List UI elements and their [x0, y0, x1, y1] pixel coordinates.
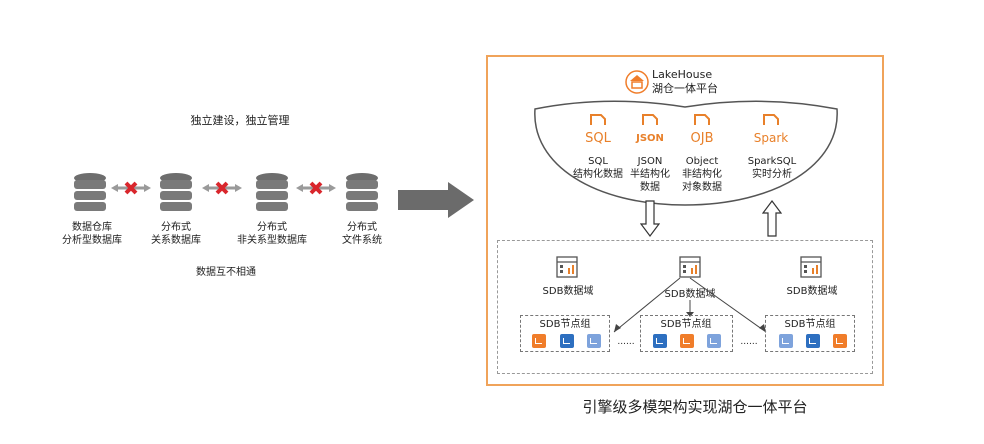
database-icon [160, 173, 192, 211]
node-icon [779, 334, 793, 348]
sdb-group-label: SDB节点组 [539, 319, 591, 330]
sdb-node-group [765, 315, 855, 352]
database-icon [346, 173, 378, 211]
sdb-domain-label: SDB数据域 [664, 289, 716, 300]
format-ojb: OJB [680, 112, 724, 146]
format-sql: SQL [576, 112, 620, 146]
format-desc: SparkSQL 实时分析 [747, 156, 797, 180]
database-icon [256, 173, 288, 211]
domain-connectors [613, 277, 767, 333]
sdb-group-label: SDB节点组 [784, 319, 836, 330]
format-desc: JSON 半结构化 数据 [630, 156, 670, 193]
node-icon [680, 334, 694, 348]
lakehouse-title: LakeHouse 湖仓一体平台 [652, 68, 718, 95]
blocked-connector-icon [202, 181, 242, 195]
blocked-connector-icon [296, 181, 336, 195]
doc-corner-icon [590, 114, 606, 125]
system-label: 分布式 非关系型数据库 [237, 222, 307, 246]
doc-corner-icon [763, 114, 779, 125]
blocked-connector-icon [111, 181, 151, 195]
ellipsis: ...... [740, 337, 758, 347]
database-icon [74, 173, 106, 211]
format-spark: Spark [746, 112, 796, 145]
node-icon [560, 334, 574, 348]
lakehouse-frame [486, 55, 884, 386]
lake-cloud-shape [534, 100, 838, 206]
left-title: 独立建设，独立管理 [190, 114, 290, 127]
format-desc: SQL 结构化数据 [573, 156, 623, 180]
sdb-group-label: SDB节点组 [660, 319, 712, 330]
lakehouse-logo-icon [625, 70, 649, 94]
down-arrow-icon [640, 200, 660, 237]
transition-arrow-icon [398, 182, 474, 218]
sdb-domain-label: SDB数据域 [542, 286, 594, 297]
up-arrow-icon [762, 200, 782, 237]
node-icon [707, 334, 721, 348]
sdb-domain-icon [556, 256, 578, 278]
diagram-caption: 引擎级多模架构实现湖仓一体平台 [582, 398, 808, 416]
ellipsis: ...... [617, 337, 635, 347]
format-json: JSON [624, 112, 676, 147]
sdb-cluster-area [497, 240, 873, 374]
node-icon [806, 334, 820, 348]
sdb-node-group [520, 315, 610, 352]
system-label: 分布式 文件系统 [342, 222, 382, 246]
sdb-domain-icon [800, 256, 822, 278]
format-desc: Object 非结构化 对象数据 [682, 156, 722, 193]
doc-corner-icon [694, 114, 710, 125]
node-icon [833, 334, 847, 348]
doc-corner-icon [642, 114, 658, 125]
left-bottom-note: 数据互不相通 [196, 267, 256, 278]
node-icon [653, 334, 667, 348]
sdb-domain-icon [679, 256, 701, 278]
sdb-node-group [640, 315, 733, 352]
database-row [74, 173, 378, 211]
system-label: 数据仓库 分析型数据库 [62, 222, 122, 246]
sdb-domain-label: SDB数据域 [786, 286, 838, 297]
node-icon [587, 334, 601, 348]
node-icon [532, 334, 546, 348]
system-label: 分布式 关系数据库 [151, 222, 201, 246]
